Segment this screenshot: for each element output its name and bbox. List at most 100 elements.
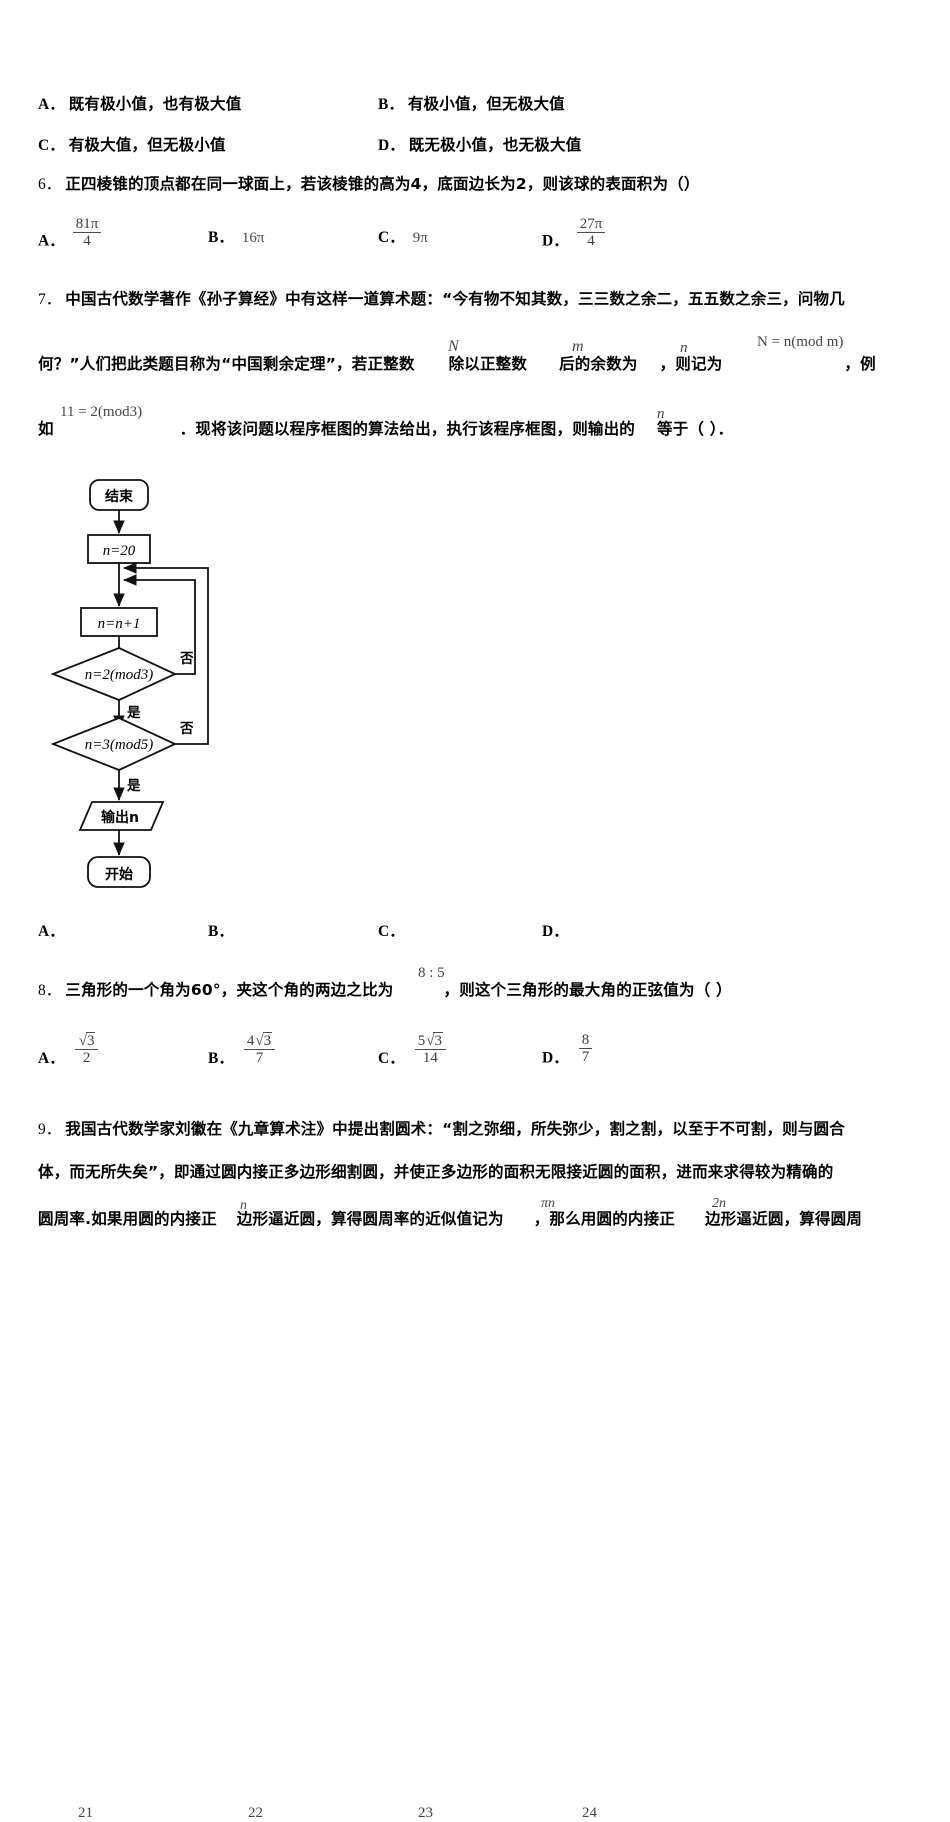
- q8-option-b-radicand: 3: [262, 1032, 273, 1049]
- flowchart-end-terminal-label: 结束: [105, 488, 134, 505]
- q7-option-b-letter: B．: [208, 923, 234, 940]
- program-flowchart: 结束 n=20 n=n+1 n=2(mod3) n=3(mod5) 输出n 开始…: [50, 479, 209, 888]
- q5-option-c-letter: C．: [38, 137, 65, 154]
- q8-stem-text-b: ，则这个三角形的最大角的正弦值为（ ）: [443, 981, 732, 999]
- q9-stem-line-1: 9． 我国古代数学家刘徽在《九章算术注》中提出割圆术：“割之弥细，所失弥少，割之…: [38, 1117, 845, 1139]
- q6-options-row: A． 81π 4 B． 16π C． 9π D． 27π 4: [0, 205, 950, 249]
- q6-option-c[interactable]: C． 9π: [378, 225, 428, 247]
- q8-option-c[interactable]: C． 5√3 14: [378, 1032, 446, 1076]
- q8-stem-text-a: 三角形的一个角为60°，夹这个角的两边之比为: [65, 981, 394, 999]
- q6-option-d-numerator: 27π: [576, 216, 606, 234]
- q8-option-c-radicand: 3: [433, 1032, 443, 1049]
- flowchart-init-label: n=20: [103, 543, 136, 559]
- q5-option-b-letter: B．: [378, 96, 404, 113]
- q6-option-b[interactable]: B． 16π: [208, 225, 264, 247]
- flowchart-increment-label: n=n+1: [98, 616, 141, 632]
- q7-math-example: 11 = 2(mod3): [60, 404, 143, 420]
- q7-option-d-value: 24: [582, 1805, 597, 1821]
- flowchart-no-label-2: 否: [179, 721, 194, 737]
- flowchart-decision1-label: n=2(mod3): [85, 667, 153, 683]
- q5-option-b[interactable]: B． 有极小值，但无极大值: [378, 92, 565, 114]
- flowchart-yes-label-2: 是: [127, 778, 141, 794]
- q8-option-a[interactable]: A． √3 2: [38, 1032, 99, 1076]
- exam-page: A． 既有极小值，也有极大值 B． 有极小值，但无极大值 C． 有极大值，但无极…: [0, 92, 950, 1821]
- q8-option-d-value: 8 7: [578, 1032, 593, 1066]
- q8-option-c-letter: C．: [378, 1049, 405, 1067]
- q6-option-d-value: 27π 4: [576, 216, 606, 250]
- q8-option-b-numerator: 4√3: [243, 1032, 276, 1051]
- q7-option-a-value: 21: [78, 1805, 93, 1821]
- q7-stem-text-2b: 除以正整数: [448, 355, 528, 373]
- q5-option-d[interactable]: D． 既无极小值，也无极大值: [378, 133, 581, 155]
- q6-stem-text: 正四棱锥的顶点都在同一球面上，若该棱锥的高为4，底面边长为2，则该球的表面积为（…: [65, 175, 700, 193]
- q7-option-d[interactable]: D．: [542, 919, 569, 941]
- q7-stem-line-2: 何？”人们把此类题目称为“中国剩余定理”，若正整数 除以正整数 后的余数为 ，则…: [38, 352, 876, 374]
- q7-option-a[interactable]: A．: [38, 919, 65, 941]
- q8-option-a-numerator: √3: [74, 1032, 99, 1051]
- q8-option-b-denominator: 7: [255, 1050, 264, 1067]
- q9-number: 9．: [38, 1121, 62, 1138]
- q6-stem-line: 6． 正四棱锥的顶点都在同一球面上，若该棱锥的高为4，底面边长为2，则该球的表面…: [38, 172, 700, 194]
- q9-stem-text-1: 我国古代数学家刘徽在《九章算术注》中提出割圆术：“割之弥细，所失弥少，割之割，以…: [65, 1120, 845, 1138]
- q5-option-c[interactable]: C． 有极大值，但无极小值: [38, 133, 226, 155]
- q6-option-d[interactable]: D． 27π 4: [542, 216, 606, 258]
- q8-option-d-denominator: 7: [581, 1049, 590, 1066]
- q8-option-d-numerator: 8: [578, 1032, 593, 1050]
- q6-option-a-numerator: 81π: [72, 216, 102, 234]
- q8-option-a-letter: A．: [38, 1049, 65, 1067]
- q9-stem-line-3: 圆周率.如果用圆的内接正 边形逼近圆，算得圆周率的近似值记为 ，那么用圆的内接正…: [38, 1207, 862, 1229]
- q7-stem-text-1: 中国古代数学著作《孙子算经》中有这样一道算术题：“今有物不知其数，三三数之余二，…: [65, 290, 845, 308]
- q9-math-pi-n: πn: [541, 1196, 556, 1211]
- flowchart-no-label-1: 否: [179, 651, 194, 667]
- q7-stem-line-1: 7． 中国古代数学著作《孙子算经》中有这样一道算术题：“今有物不知其数，三三数之…: [38, 287, 845, 309]
- q6-option-b-letter: B．: [208, 229, 234, 246]
- q9-stem-line-2: 体，而无所失矣”，即通过圆内接正多边形细割圆，并使正多边形的面积无限接近圆的面积…: [38, 1160, 833, 1182]
- q7-math-N: N: [448, 338, 459, 355]
- q8-option-b-value: 4√3 7: [243, 1032, 276, 1067]
- q6-option-a-letter: A．: [38, 232, 65, 250]
- flowchart-start-terminal-label: 开始: [105, 866, 133, 883]
- q7-number: 7．: [38, 291, 62, 308]
- q5-option-a-text: 既有极小值，也有极大值: [68, 95, 242, 113]
- q8-number: 8．: [38, 982, 62, 999]
- q7-math-n: n: [680, 340, 688, 356]
- q7-stem-text-3a: 如: [38, 420, 54, 438]
- q8-math-ratio: 8 : 5: [418, 965, 445, 981]
- q7-option-c-letter: C．: [378, 923, 405, 940]
- q8-stem-line: 8． 三角形的一个角为60°，夹这个角的两边之比为 ，则这个三角形的最大角的正弦…: [38, 978, 732, 1000]
- q5-option-a[interactable]: A． 既有极小值，也有极大值: [38, 92, 241, 114]
- q6-option-a-denominator: 4: [83, 233, 91, 250]
- q7-math-m: m: [572, 338, 584, 355]
- q8-option-b[interactable]: B． 4√3 7: [208, 1032, 276, 1076]
- q7-stem-text-2c: 后的余数为: [559, 355, 638, 373]
- q9-stem-text-3c: ，那么用圆的内接正: [533, 1210, 676, 1228]
- q9-stem-text-2: 体，而无所失矣”，即通过圆内接正多边形细割圆，并使正多边形的面积无限接近圆的面积…: [38, 1163, 834, 1181]
- q6-option-d-letter: D．: [542, 232, 569, 250]
- q6-option-a[interactable]: A． 81π 4: [38, 216, 102, 258]
- q8-option-a-denominator: 2: [82, 1050, 91, 1067]
- q9-stem-text-3b: 边形逼近圆，算得圆周率的近似值记为: [236, 1210, 504, 1228]
- q9-math-n: n: [240, 1198, 247, 1213]
- q5-option-a-letter: A．: [38, 96, 65, 113]
- q7-option-c[interactable]: C．: [378, 919, 405, 941]
- q7-option-a-letter: A．: [38, 923, 65, 940]
- q8-option-c-denominator: 14: [422, 1050, 438, 1067]
- q8-option-c-value: 5√3 14: [414, 1032, 446, 1067]
- q7-math-congruence: N = n(mod m): [757, 334, 844, 350]
- q8-option-c-numerator: 5√3: [414, 1032, 446, 1051]
- q9-stem-text-3a: 圆周率.如果用圆的内接正: [38, 1210, 217, 1228]
- q7-math-n-output: n: [657, 406, 665, 422]
- q8-option-c-coefficient: 5: [417, 1033, 426, 1049]
- q7-stem-line-3: 如 ．现将该问题以程序框图的算法给出，执行该程序框图，则输出的 等于（ ）．: [38, 417, 733, 439]
- q7-option-c-value: 23: [418, 1805, 433, 1821]
- q9-math-2n: 2n: [712, 1196, 726, 1211]
- q6-option-d-denominator: 4: [587, 233, 595, 250]
- q8-option-d[interactable]: D． 8 7: [542, 1032, 593, 1075]
- q7-option-b[interactable]: B．: [208, 919, 234, 941]
- q7-stem-text-2a: 何？”人们把此类题目称为“中国剩余定理”，若正整数: [38, 355, 415, 373]
- q6-option-a-value: 81π 4: [72, 216, 102, 250]
- flowchart-yes-label-1: 是: [127, 705, 141, 721]
- q6-number: 6．: [38, 176, 62, 193]
- q8-option-b-letter: B．: [208, 1049, 234, 1067]
- q7-stem-text-3c: 等于（ ）．: [657, 420, 734, 438]
